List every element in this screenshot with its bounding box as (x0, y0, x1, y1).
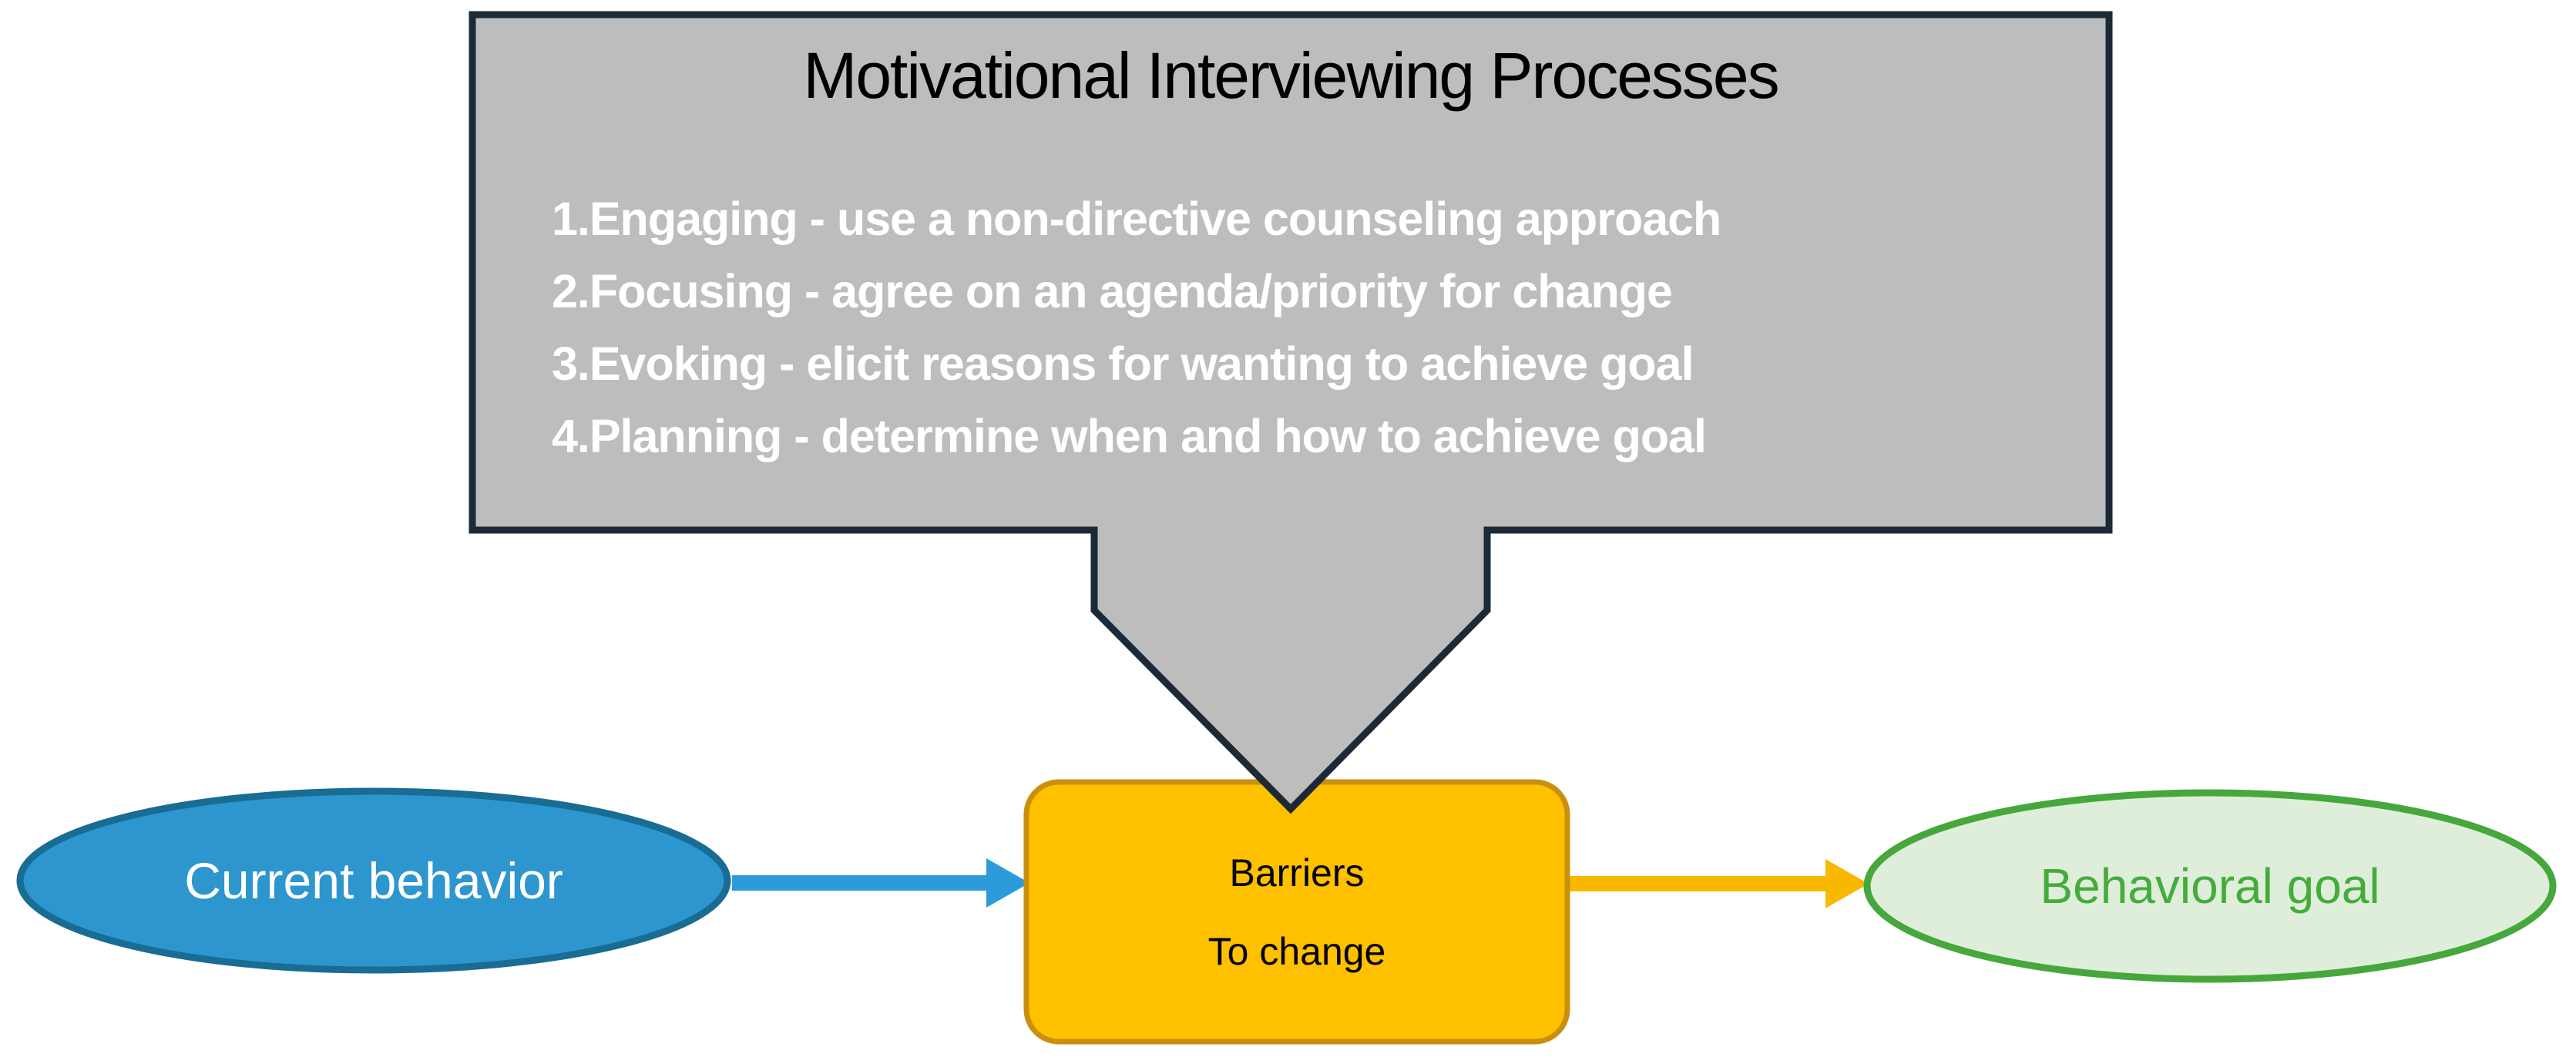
blue-arrow-head-icon (986, 858, 1029, 908)
yellow-arrow-head-icon (1825, 859, 1869, 908)
blue-arrow-shaft (732, 875, 988, 891)
process-item-focusing: 2.Focusing - agree on an agenda/priority… (552, 265, 1673, 317)
callout-process-list: 1.Engaging - use a non-directive counsel… (552, 183, 2093, 472)
process-item-evoking: 3.Evoking - elicit reasons for wanting t… (552, 337, 1694, 390)
arrow-current-to-barriers (732, 858, 1029, 908)
process-item-engaging: 1.Engaging - use a non-directive counsel… (552, 193, 1721, 245)
process-item-planning: 4.Planning - determine when and how to a… (552, 410, 1707, 462)
behavioral-goal-ellipse (1863, 789, 2557, 983)
barriers-box-shape (1023, 779, 1570, 1045)
arrow-barriers-to-goal (1570, 859, 1869, 908)
current-behavior-ellipse (16, 787, 731, 974)
callout-bubble-shape (469, 11, 2113, 814)
yellow-arrow-shaft (1570, 876, 1825, 891)
